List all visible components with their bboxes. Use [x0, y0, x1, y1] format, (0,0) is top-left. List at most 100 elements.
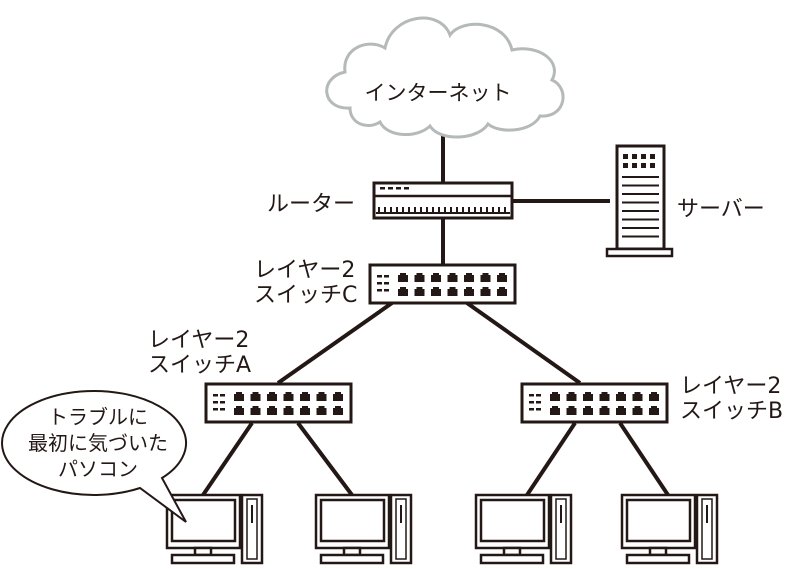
- switch-port: [632, 406, 643, 415]
- switch-port: [234, 406, 244, 415]
- server-led: [641, 154, 646, 159]
- switch-port: [431, 287, 441, 296]
- switch-port: [616, 406, 626, 415]
- router-port: [498, 207, 500, 213]
- switch-port: [316, 406, 327, 415]
- callout-line1: トラブルに: [48, 405, 148, 429]
- server-led: [623, 154, 628, 159]
- links: [201, 128, 670, 497]
- router-port: [402, 207, 404, 213]
- router-port: [474, 207, 476, 213]
- switch-b-label-line1: レイヤー2: [680, 374, 781, 399]
- switch-port: [464, 287, 474, 296]
- router-port: [444, 207, 446, 213]
- switch-port: [333, 392, 343, 401]
- switch-port: [398, 287, 408, 296]
- switch-port: [283, 392, 294, 401]
- switch-port: [497, 273, 507, 282]
- switch-port: [234, 392, 244, 401]
- switch-port: [414, 287, 425, 296]
- server-led: [632, 163, 637, 168]
- link-switch-c-switch-b: [465, 301, 582, 385]
- switch-port: [250, 406, 261, 415]
- speech-bubble-shape: [1, 389, 187, 523]
- server-tower-icon: [605, 144, 674, 258]
- router-port: [378, 207, 380, 213]
- callout-line3: パソコン: [58, 457, 138, 481]
- switch-port: [267, 392, 277, 401]
- switch-port: [599, 406, 610, 415]
- switch-port: [599, 392, 610, 401]
- switch-b-label-line2: スイッチB: [680, 399, 783, 424]
- pc1: [165, 493, 264, 565]
- server-led: [641, 163, 646, 168]
- switch-port: [583, 406, 593, 415]
- switch-port: [431, 273, 441, 282]
- router-port: [396, 207, 398, 213]
- switch-a-label-line1: レイヤー2: [148, 328, 249, 353]
- switch-port: [398, 273, 408, 282]
- router-port: [480, 207, 482, 213]
- switch-port: [300, 392, 310, 401]
- server-node: サーバー: [605, 144, 765, 258]
- router-port: [438, 207, 440, 213]
- link-switch-b-pc4: [618, 421, 670, 497]
- switch-port: [566, 406, 577, 415]
- switch-icon: [520, 382, 669, 424]
- router-port: [450, 207, 452, 213]
- internet-node: インターネット: [325, 16, 565, 139]
- router-port: [414, 207, 416, 213]
- switch-port: [250, 392, 261, 401]
- switch-port: [414, 273, 425, 282]
- router-port: [426, 207, 428, 213]
- router-port: [390, 207, 392, 213]
- router-port: [486, 207, 488, 213]
- router-node: ルーター: [267, 181, 514, 220]
- switch-icon: [204, 382, 353, 424]
- switch-port: [480, 287, 491, 296]
- router-port: [468, 207, 470, 213]
- switch-port: [566, 392, 577, 401]
- router-port: [462, 207, 464, 213]
- switch-port: [333, 406, 343, 415]
- pc3: [474, 493, 573, 565]
- router-port: [384, 207, 386, 213]
- desktop-pc-icon: [620, 493, 719, 565]
- switch-port: [267, 406, 277, 415]
- switch-port: [283, 406, 294, 415]
- router-port: [432, 207, 434, 213]
- switch-port: [649, 406, 659, 415]
- router-port: [456, 207, 458, 213]
- switch-c-label-line1: レイヤー2: [254, 258, 355, 283]
- switch-c-label-line2: スイッチC: [254, 283, 357, 308]
- switch-port: [316, 392, 327, 401]
- switch-icon: [368, 263, 517, 305]
- router-icon: [372, 181, 514, 220]
- switch-port: [632, 392, 643, 401]
- server-led: [632, 154, 637, 159]
- router-port: [504, 207, 506, 213]
- desktop-pc-icon: [314, 493, 413, 565]
- internet-label: インターネット: [365, 81, 512, 105]
- router-port: [408, 207, 410, 213]
- desktop-pc-icon: [474, 493, 573, 565]
- router-label: ルーター: [267, 192, 355, 217]
- callout-line2: 最初に気づいた: [28, 431, 168, 455]
- switch-port: [583, 392, 593, 401]
- link-switch-a-pc1: [201, 421, 254, 497]
- switch-b-node: レイヤー2 スイッチB: [520, 374, 783, 424]
- server-led: [650, 163, 655, 168]
- router-port: [492, 207, 494, 213]
- switch-port: [649, 392, 659, 401]
- switch-port: [550, 392, 560, 401]
- pc2: [314, 493, 413, 565]
- switch-port: [447, 273, 458, 282]
- switch-a-node: レイヤー2 スイッチA: [148, 328, 353, 424]
- pc4: [620, 493, 719, 565]
- switch-port: [550, 406, 560, 415]
- switch-port: [497, 287, 507, 296]
- switch-port: [464, 273, 474, 282]
- switch-port: [480, 273, 491, 282]
- server-led: [623, 163, 628, 168]
- switch-port: [447, 287, 458, 296]
